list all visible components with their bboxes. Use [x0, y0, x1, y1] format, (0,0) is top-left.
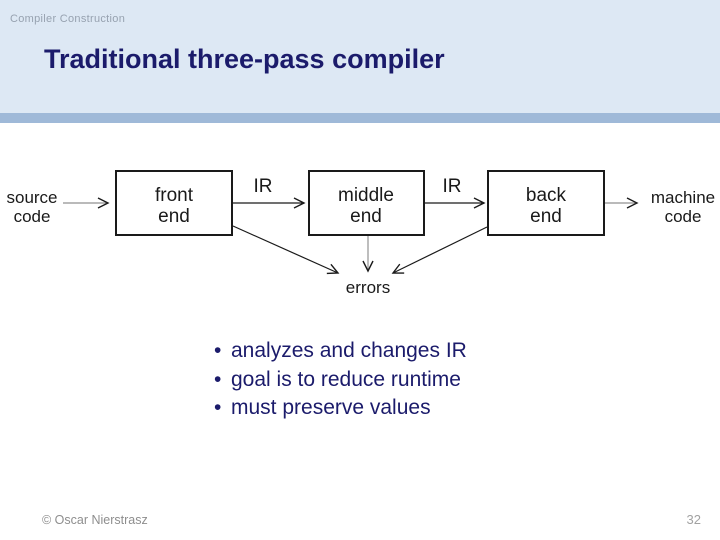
- list-item: • analyzes and changes IR: [214, 337, 467, 366]
- frontend-label-line2: end: [158, 206, 190, 227]
- copyright-label: © Oscar Nierstrasz: [42, 513, 148, 527]
- frontend-label-line1: front: [155, 185, 194, 206]
- list-item: • goal is to reduce runtime: [214, 366, 467, 395]
- machine-label-line1: machine: [651, 188, 715, 207]
- ir-label-2: IR: [443, 176, 462, 197]
- backend-label-line2: end: [530, 206, 562, 227]
- arrow-backend-to-errors: [391, 226, 488, 274]
- ir-label-1: IR: [254, 176, 273, 197]
- bullet-icon: •: [214, 396, 222, 419]
- machine-label-line2: code: [665, 207, 702, 226]
- backend-box: [487, 170, 605, 236]
- arrow-frontend-to-errors: [232, 225, 340, 275]
- accent-bar: [0, 113, 720, 123]
- bullet-list: • analyzes and changes IR • goal is to red…: [214, 337, 467, 423]
- source-label-line1: source: [6, 188, 57, 207]
- frontend-box: [115, 170, 233, 236]
- middleend-label-line2: end: [350, 206, 382, 227]
- bullet-text: must preserve values: [231, 396, 431, 419]
- middleend-box: [308, 170, 425, 236]
- source-label-line2: code: [14, 207, 51, 226]
- list-item: • must preserve values: [214, 394, 467, 423]
- backend-label-line1: back: [526, 185, 567, 206]
- errors-label: errors: [346, 278, 390, 297]
- course-label: Compiler Construction: [10, 13, 126, 25]
- slide-title: Traditional three-pass compiler: [44, 44, 445, 74]
- middleend-label-line1: middle: [338, 185, 394, 206]
- bullet-text: analyzes and changes IR: [231, 339, 467, 362]
- page-number: 32: [686, 512, 701, 527]
- compiler-pipeline-diagram: source code front end IR middle end IR b…: [6, 170, 715, 297]
- bullet-icon: •: [214, 367, 222, 391]
- bullet-text: goal is to reduce runtime: [231, 367, 461, 391]
- slide-header: Compiler Construction Traditional three-…: [0, 0, 720, 113]
- bullet-icon: •: [214, 339, 222, 362]
